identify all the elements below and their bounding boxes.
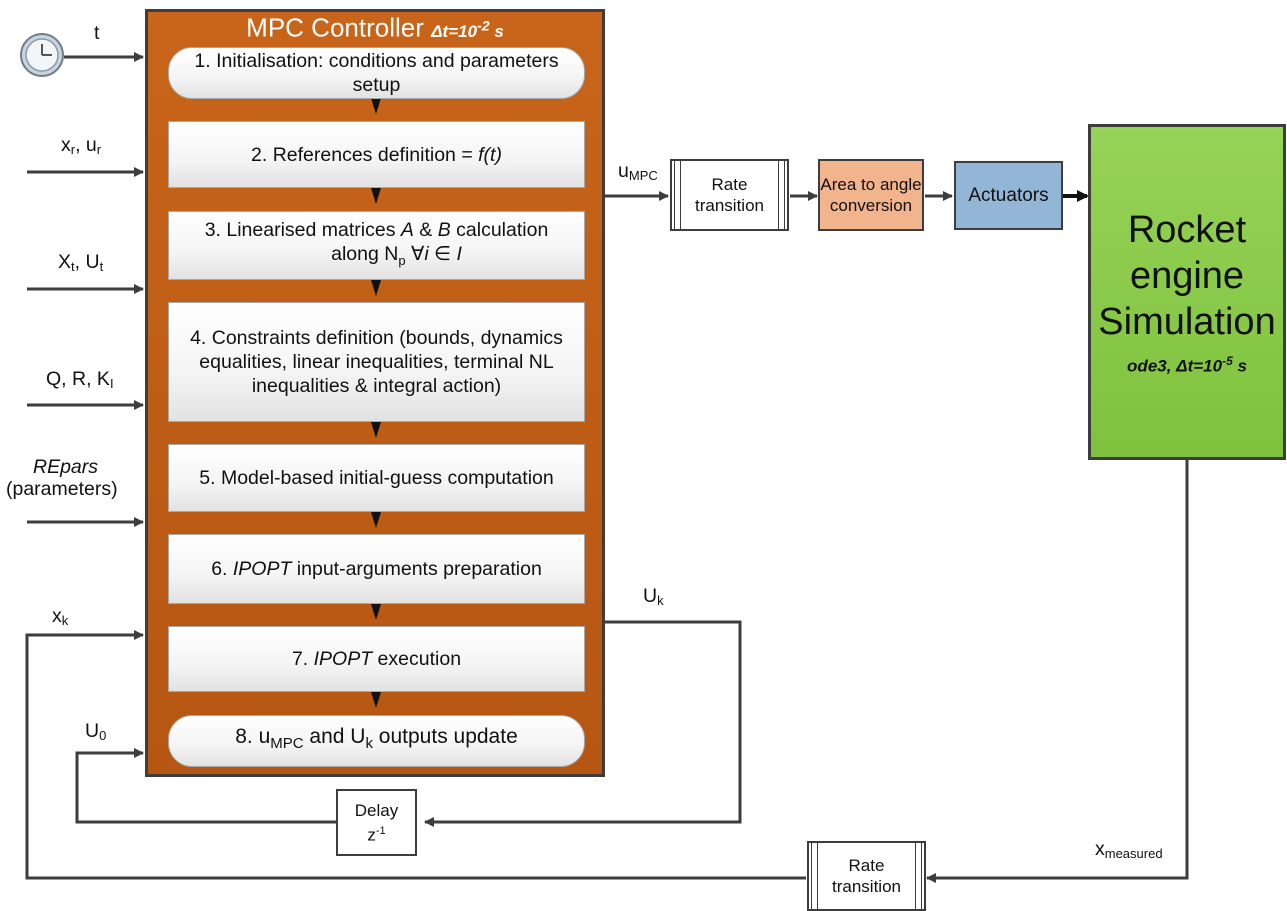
rate-transition-bottom: Rate transition (807, 841, 926, 911)
output-xmeasured-label: xmeasured (1095, 838, 1163, 861)
step-8-outputs-update: 8. uMPC and Uk outputs update (168, 715, 585, 767)
input-t-label: t (94, 22, 100, 44)
wire-uk-to-delay (424, 620, 742, 827)
wire-delay-to-u0 (75, 748, 336, 824)
step-1-initialisation: 1. Initialisation: conditions and parame… (168, 47, 585, 99)
step-5-initial-guess: 5. Model-based initial-guess computation (168, 444, 585, 512)
rate-transition-top: Rate transition (670, 159, 789, 231)
mpc-title: MPC Controller Δt=10-2 s (246, 12, 504, 43)
input-parameters-label: (parameters) (6, 478, 118, 500)
output-umpc-label: uMPC (618, 160, 658, 183)
step-3-linearised-matrices: 3. Linearised matrices A & B calculation… (168, 211, 585, 280)
actuators-block: Actuators (954, 161, 1063, 230)
input-xk-label: xk (52, 605, 69, 628)
delay-block: Delay z-1 (336, 789, 417, 856)
input-repars-label: REpars (33, 456, 99, 478)
step-7-ipopt-execution: 7. IPOPT execution (168, 626, 585, 692)
clock-icon (20, 33, 64, 77)
step-4-constraints: 4. Constraints definition (bounds, dynam… (168, 302, 585, 422)
input-Xt-Ut-label: Xt, Ut (58, 251, 104, 274)
output-uk-label: Uk (643, 585, 664, 608)
input-xr-ur-label: xr, ur (61, 134, 102, 157)
input-U0-label: U0 (85, 720, 107, 743)
area-to-angle-block: Area to angle conversion (818, 159, 924, 231)
rocket-engine-simulation-block: Rocket engine Simulation ode3, Δt=10-5 s (1088, 124, 1286, 460)
wire-xk (25, 630, 806, 880)
step-2-references: 2. References definition = f(t) (168, 121, 585, 188)
step-6-ipopt-prep: 6. IPOPT input-arguments preparation (168, 534, 585, 604)
wire-xmeasured (926, 460, 1189, 883)
input-QRK-label: Q, R, KI (46, 368, 114, 391)
